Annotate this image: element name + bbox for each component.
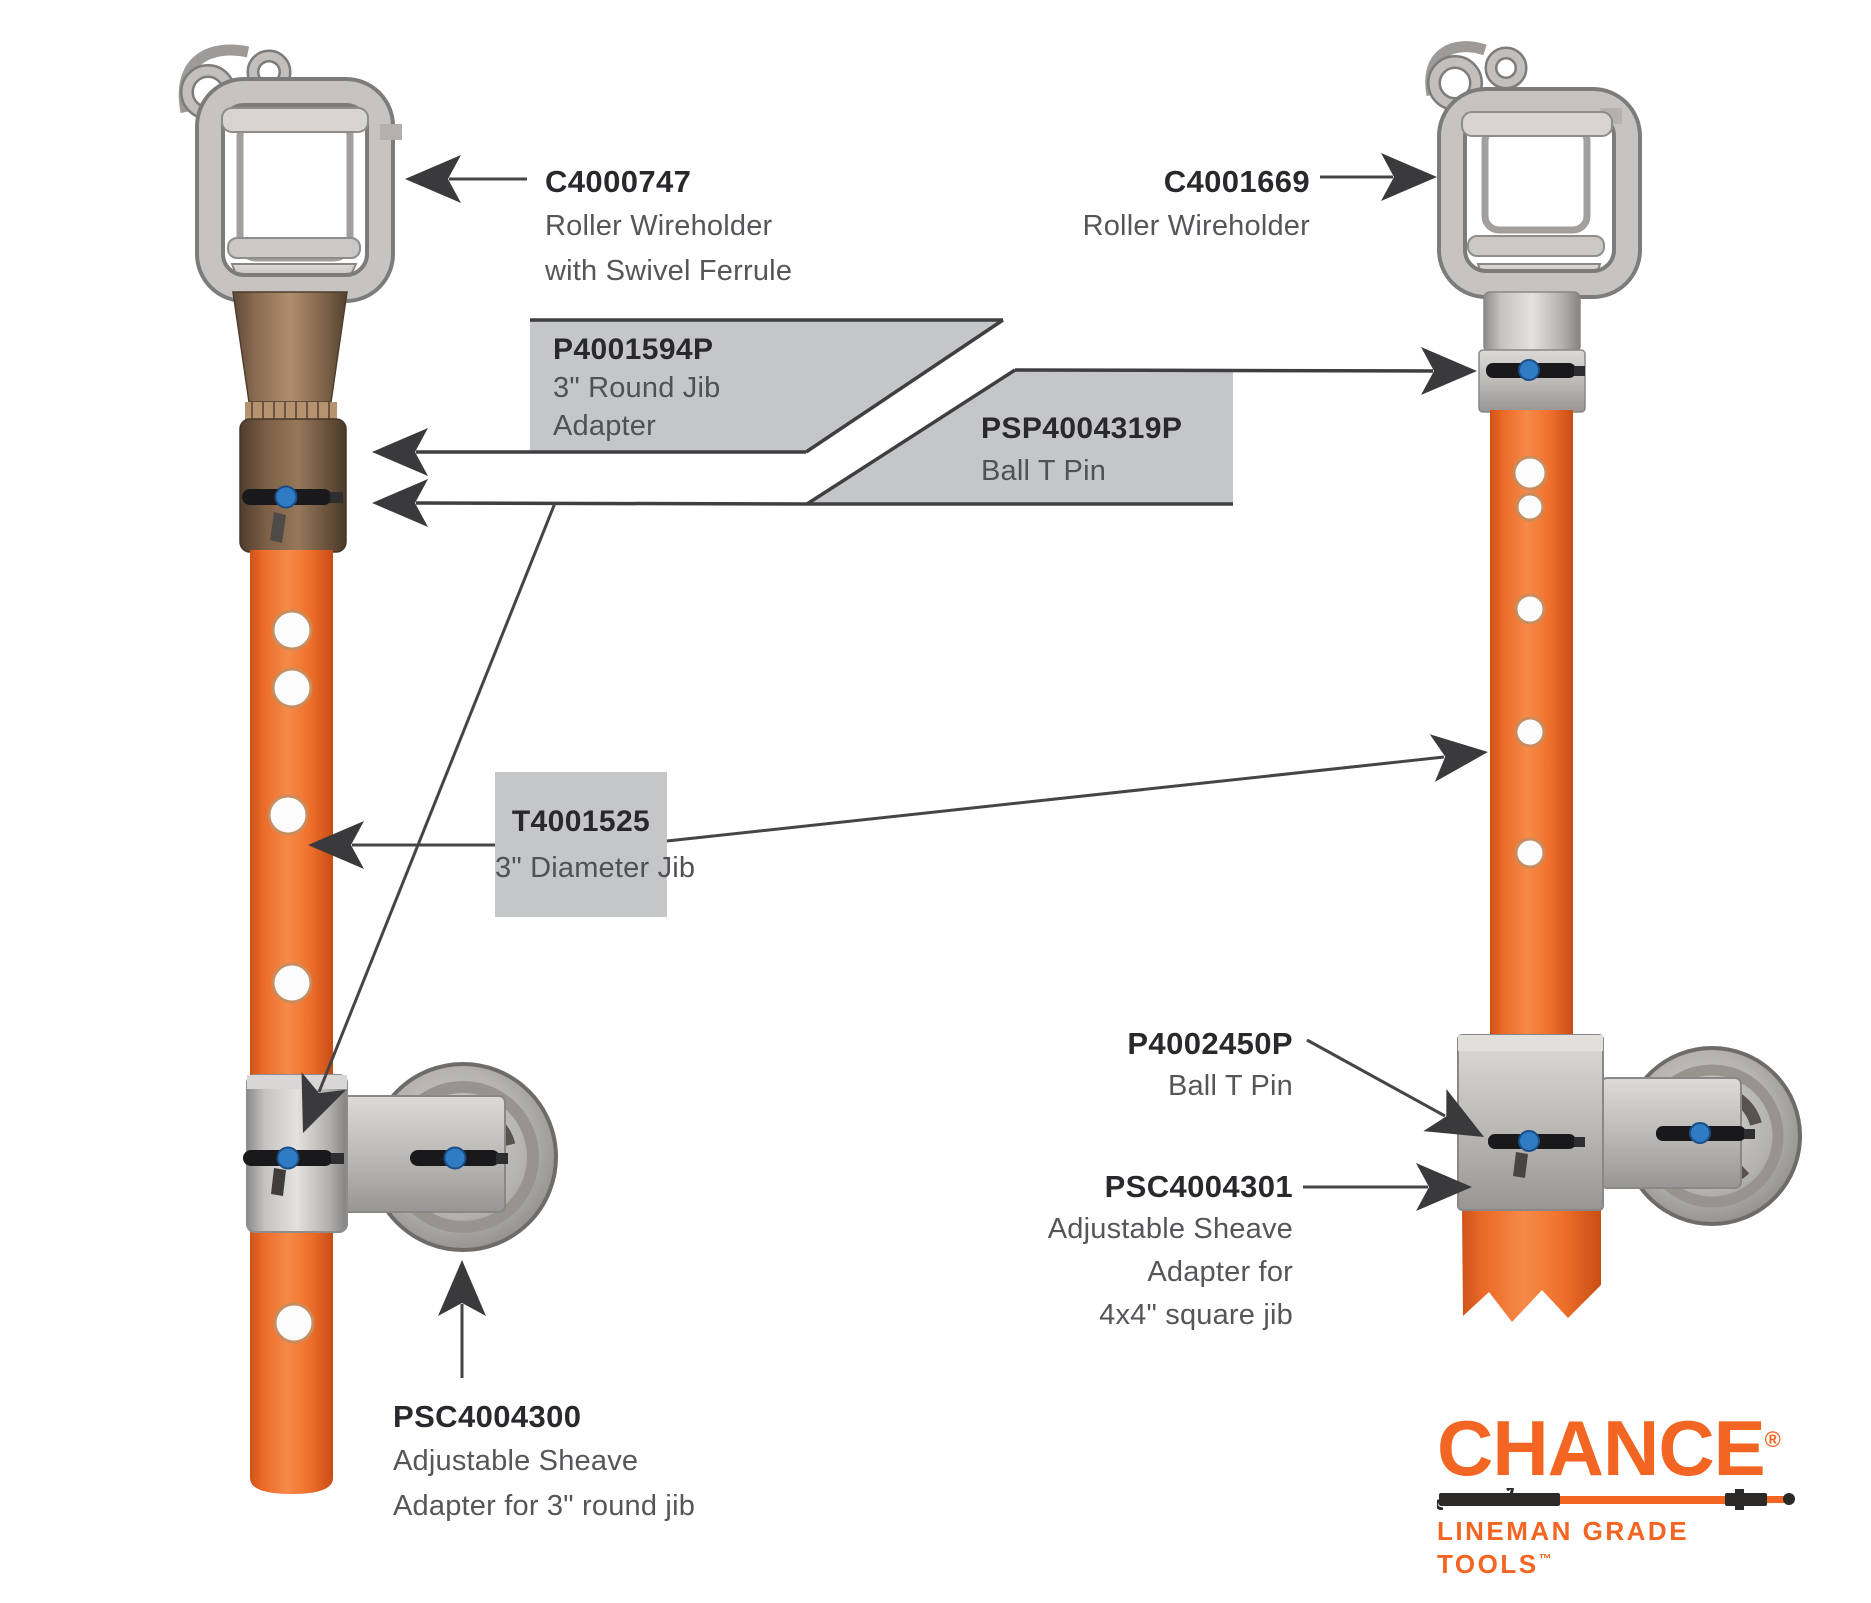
part-description: Ball T Pin [1167,1070,1293,1102]
right-roller-wireholder [1425,41,1642,299]
callout-boxes [495,318,1233,917]
part-number: C4000747 [545,164,692,199]
right-sheave-adapter [1457,1034,1802,1226]
part-description: Roller Wireholder [1082,210,1310,242]
part-number: C4001669 [1163,164,1310,199]
callout-arrows [301,153,1488,1378]
box-t4001525 [495,772,667,917]
callout-psp4004319p: PSP4004319P Ball T Pin [981,408,1182,492]
callout-p4002450p: P4002450P Ball T Pin [1127,1023,1293,1107]
part-description: 3" Round Jib [553,372,721,404]
callout-c4001669: C4001669 Roller Wireholder [1083,159,1310,249]
part-description: Roller Wireholder [545,210,773,242]
part-description: 3" Diameter Jib [495,851,696,884]
right-jib-holes [1512,455,1548,869]
arrow-psp-branch [317,502,557,1093]
wireholder-window [1481,123,1591,234]
chance-logo: CHANCE® LINEMAN GRADE TOOLS™ [1435,1400,1799,1579]
callout-t4001525: T4001525 3" Diameter Jib [495,772,696,917]
swivel-ferrule-and-adapter [232,291,348,553]
swivel-ferrule [232,291,348,403]
part-number: PSC4004300 [393,1399,582,1434]
trademark-mark: ™ [1538,1551,1552,1566]
callout-p4001594p: P4001594P 3" Round Jib Adapter [553,331,720,445]
part-number: T4001525 [511,804,651,838]
arrow-psp-left [415,501,1233,506]
round-jib-adapter [239,418,347,553]
part-description: Adapter [553,410,656,442]
right-assembly [1425,41,1802,1322]
wireholder-frame [199,81,391,299]
ball-t-pin-blue-dot [274,485,298,509]
square-jib-broken-end [1462,1208,1601,1322]
arrow-psp-right [1014,368,1434,373]
ball-t-pin-blue-dot [1518,359,1540,381]
part-description: with Swivel Ferrule [545,255,793,287]
wireholder-bottom-roller [1467,235,1605,257]
part-number: PSP4004319P [981,412,1183,445]
registered-mark: ® [1764,1427,1781,1452]
callout-c4000747: C4000747 Roller Wireholder with Swivel F… [545,159,792,294]
left-pole [250,550,333,1494]
wireholder-top-roller [1461,111,1613,137]
right-sheave-clamp [1457,1034,1604,1211]
part-number: P4002450P [1127,1026,1293,1061]
right-ferrule [1478,291,1586,413]
left-roller-wireholder [178,44,402,303]
part-number: PSC4004301 [1104,1169,1293,1204]
box-psp4004319p [807,370,1233,504]
part-description: Ball T Pin [981,455,1107,487]
callout-psc4004300: PSC4004300 Adjustable Sheave Adapter for… [393,1394,695,1529]
part-description: Adjustable Sheave [1047,1213,1293,1245]
arrow-t4001525-right [666,755,1445,843]
ferrule-ribbed-ring [245,402,337,420]
part-number: P4001594P [553,333,714,366]
part-description: Adapter for [1147,1256,1293,1288]
arrow-p4002450p [1306,1038,1446,1118]
wireholder-ring-small [1487,49,1525,87]
part-description: 4x4" square jib [1099,1299,1293,1331]
hotstick-icon [1435,1486,1795,1511]
wireholder-frame [1441,91,1638,295]
part-description: Adjustable Sheave [393,1445,639,1477]
wireholder-latch-tab [380,124,402,140]
left-assembly [178,44,558,1494]
left-sheave-adapter [243,1062,558,1252]
wireholder-bottom-roller [227,237,361,259]
brand-wordmark: CHANCE® [1437,1404,1781,1492]
callout-psc4004301: PSC4004301 Adjustable Sheave Adapter for… [1048,1165,1293,1337]
wireholder-top-roller [221,107,369,133]
left-jib-pole [250,550,333,1494]
brand-tagline: LINEMAN GRADE TOOLS™ [1437,1516,1690,1579]
box-p4001594p [530,320,1003,452]
left-jib-holes [267,609,315,1344]
part-description: Adapter for 3" round jib [393,1490,696,1522]
